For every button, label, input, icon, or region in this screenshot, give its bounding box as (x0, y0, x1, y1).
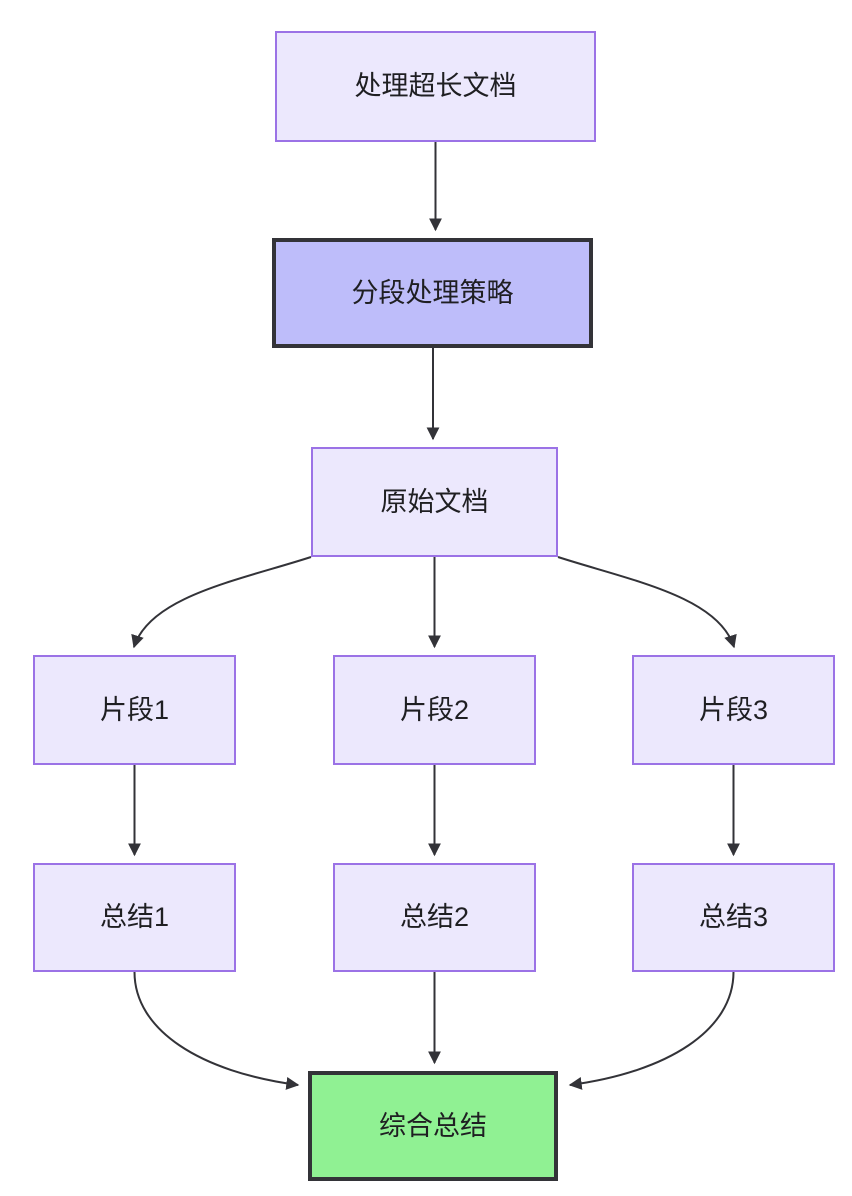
node-fragment-3[interactable]: 片段3 (632, 655, 835, 765)
node-fragment-1[interactable]: 片段1 (33, 655, 236, 765)
node-process-long-document[interactable]: 处理超长文档 (275, 31, 596, 142)
node-summary-3[interactable]: 总结3 (632, 863, 835, 972)
node-label: 总结2 (399, 902, 470, 933)
node-fragment-2[interactable]: 片段2 (333, 655, 536, 765)
node-label: 片段2 (399, 694, 470, 725)
node-label: 总结1 (99, 902, 170, 933)
node-label: 分段处理策略 (351, 277, 514, 308)
node-label: 片段3 (698, 694, 769, 725)
edge-n9-n10 (568, 971, 735, 1090)
node-label: 处理超长文档 (354, 71, 517, 102)
node-summary-2[interactable]: 总结2 (333, 863, 536, 972)
edge-n3-n6 (557, 556, 737, 649)
node-summary-1[interactable]: 总结1 (33, 863, 236, 972)
node-label: 总结3 (698, 902, 769, 933)
node-label: 综合总结 (379, 1110, 487, 1141)
edge-n3-n4 (131, 556, 312, 649)
node-label: 片段1 (99, 694, 170, 725)
node-final-summary[interactable]: 综合总结 (308, 1071, 558, 1181)
node-original-document[interactable]: 原始文档 (311, 447, 558, 557)
edge-n7-n10 (133, 971, 300, 1090)
node-chunking-strategy[interactable]: 分段处理策略 (272, 238, 593, 348)
node-label: 原始文档 (380, 486, 489, 517)
